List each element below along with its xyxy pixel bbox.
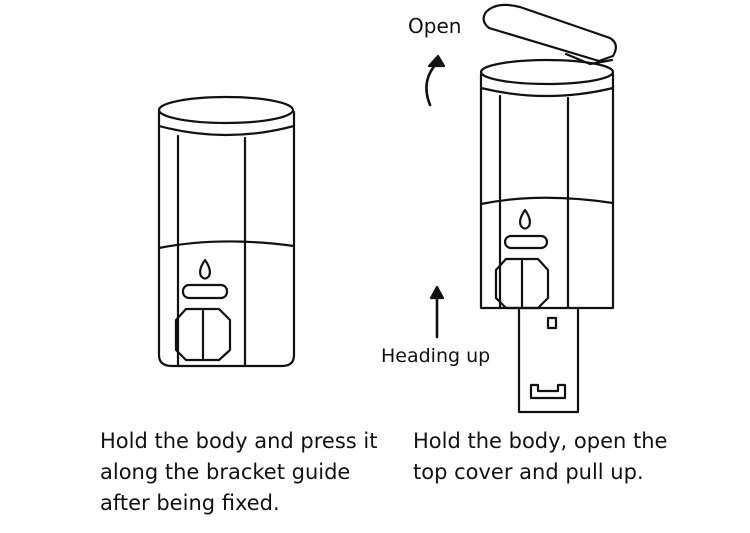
bracket-hook xyxy=(529,383,567,400)
drop-icon xyxy=(519,208,531,230)
open-lid xyxy=(482,3,617,63)
open-label: Open xyxy=(408,14,462,38)
level-slot xyxy=(503,234,549,250)
dispenser-lid-top xyxy=(157,95,295,125)
bracket xyxy=(517,308,580,414)
caption-remove: Hold the body, open the top cover and pu… xyxy=(413,429,668,484)
dispenser-body-outline xyxy=(157,110,296,368)
body-top xyxy=(479,58,615,86)
open-arrow-head xyxy=(427,54,446,68)
body-window-line xyxy=(479,196,615,206)
heading-up-label: Heading up xyxy=(381,345,491,367)
level-slot xyxy=(181,283,229,300)
body-rim xyxy=(479,86,615,98)
caption-install: Hold the body and press it along the bra… xyxy=(100,429,378,515)
heading-up-arrow xyxy=(429,285,445,339)
press-button xyxy=(494,257,550,310)
body-outline xyxy=(479,72,615,310)
press-button xyxy=(174,307,232,362)
bracket-slot xyxy=(546,316,558,330)
dispenser-window-line xyxy=(157,240,296,250)
heading-up-arrow-head xyxy=(429,285,445,300)
dispenser-attached xyxy=(157,95,296,368)
drop-icon xyxy=(199,258,211,280)
dispenser-top-rim xyxy=(157,124,296,137)
dispenser-opening xyxy=(479,3,617,414)
open-arrow xyxy=(425,54,446,107)
